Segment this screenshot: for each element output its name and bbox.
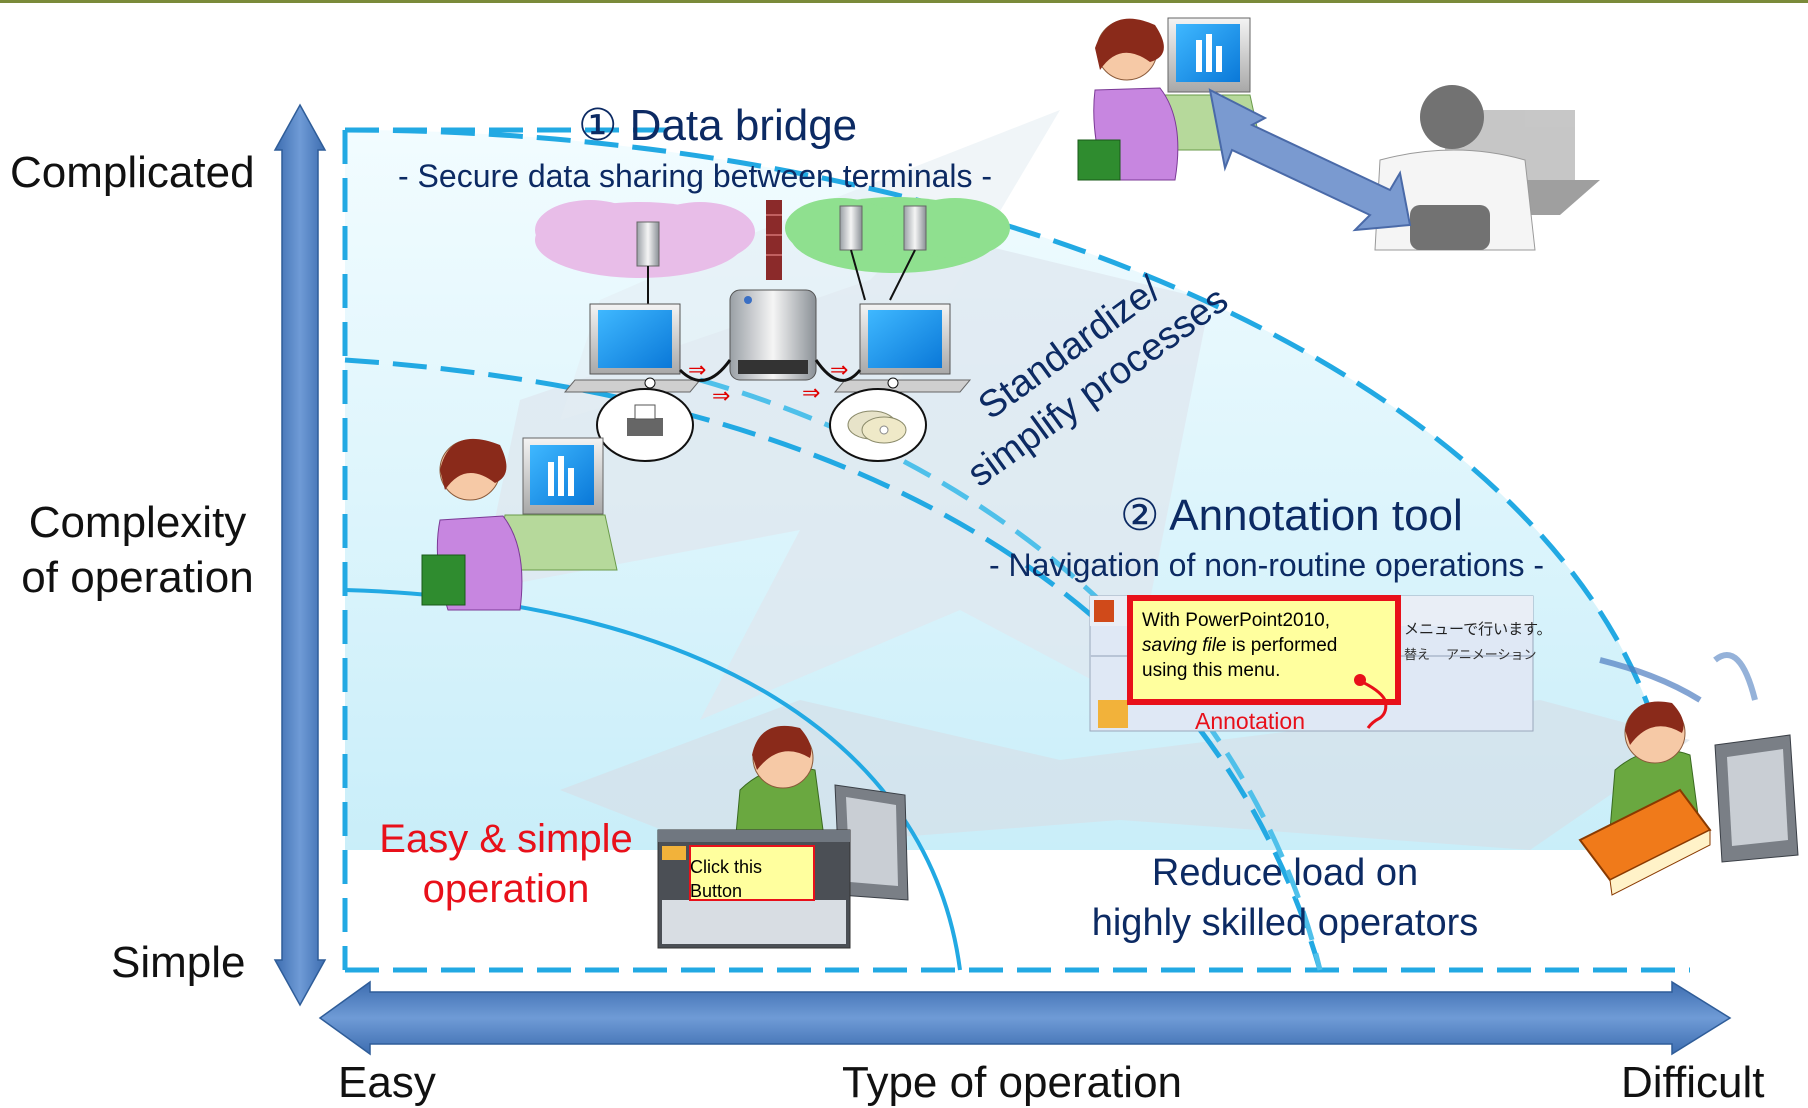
outer-dashed-boundary xyxy=(344,127,1678,851)
data-bridge-title: ① Data bridge xyxy=(578,101,858,150)
x-axis-left-label: Easy xyxy=(338,1058,436,1107)
operator-woman-middle xyxy=(421,437,618,611)
server-icon xyxy=(903,205,927,251)
transfer-arrow-icon: ⇒ xyxy=(802,381,820,406)
callout-line2: saving file is performed xyxy=(1142,635,1338,656)
server-icon xyxy=(636,221,660,267)
callout-line3: using this menu. xyxy=(1142,660,1281,681)
annotation-callout: With PowerPoint2010, saving file is perf… xyxy=(1142,608,1337,683)
click-button-note-line2: Button xyxy=(690,881,743,901)
y-axis-middle-label-line2: of operation xyxy=(21,553,254,602)
x-axis-middle-label: Type of operation xyxy=(842,1058,1183,1107)
server-icon xyxy=(839,205,863,251)
annotation-tool-title: ② Annotation tool xyxy=(1120,491,1463,540)
app-screenshot-easy xyxy=(657,829,851,949)
data-bridge-device xyxy=(729,289,817,381)
callout-line1: With PowerPoint2010, xyxy=(1142,610,1330,631)
transfer-arrow-icon: ⇒ xyxy=(688,358,706,383)
firewall xyxy=(766,200,782,280)
middle-dashed-boundary xyxy=(344,357,1323,971)
y-axis-middle-label-line1: Complexity xyxy=(28,498,247,547)
x-axis-right-label: Difficult xyxy=(1621,1058,1765,1107)
data-bridge-subtitle: - Secure data sharing between terminals … xyxy=(398,158,993,194)
reduce-load-line1: Reduce load on xyxy=(1151,852,1419,894)
y-axis-bottom-label: Simple xyxy=(111,938,246,987)
operator-with-manual xyxy=(1578,652,1799,896)
top-rule xyxy=(0,0,1808,3)
printer-icon xyxy=(627,418,663,436)
easy-zone-line1: Easy & simple xyxy=(379,817,633,861)
menu-text-jp: メニューで行います。 xyxy=(1404,621,1552,638)
operator-woman-top xyxy=(1077,17,1263,181)
annotation-tool-subtitle: - Navigation of non-routine operations - xyxy=(989,547,1544,583)
transfer-arrow-icon: ⇒ xyxy=(712,384,730,409)
reduce-load-line2: highly skilled operators xyxy=(1091,902,1479,944)
network-diagram: ⇒ ⇒ ⇒ ⇒ xyxy=(535,197,1010,462)
annotation-label: Annotation xyxy=(1195,708,1305,734)
data-share-double-arrow xyxy=(1208,88,1412,232)
data-bridge-arrow xyxy=(560,110,1060,420)
ribbon-tab-jp1: 替え xyxy=(1404,647,1431,662)
click-button-note-line1: Click this xyxy=(690,857,763,877)
remote-operator xyxy=(1374,85,1600,251)
ribbon-tab-jp2: アニメーション xyxy=(1446,647,1537,662)
click-button-note: Click this Button xyxy=(690,855,762,903)
y-axis-top-label: Complicated xyxy=(10,148,255,197)
operator-green xyxy=(734,725,909,901)
powerpoint-screenshot xyxy=(1089,595,1534,732)
easy-zone-line2: operation xyxy=(422,867,590,911)
y-axis-arrow xyxy=(273,103,327,1007)
transfer-arrow-icon: ⇒ xyxy=(830,358,848,383)
x-axis-arrow xyxy=(318,980,1732,1056)
